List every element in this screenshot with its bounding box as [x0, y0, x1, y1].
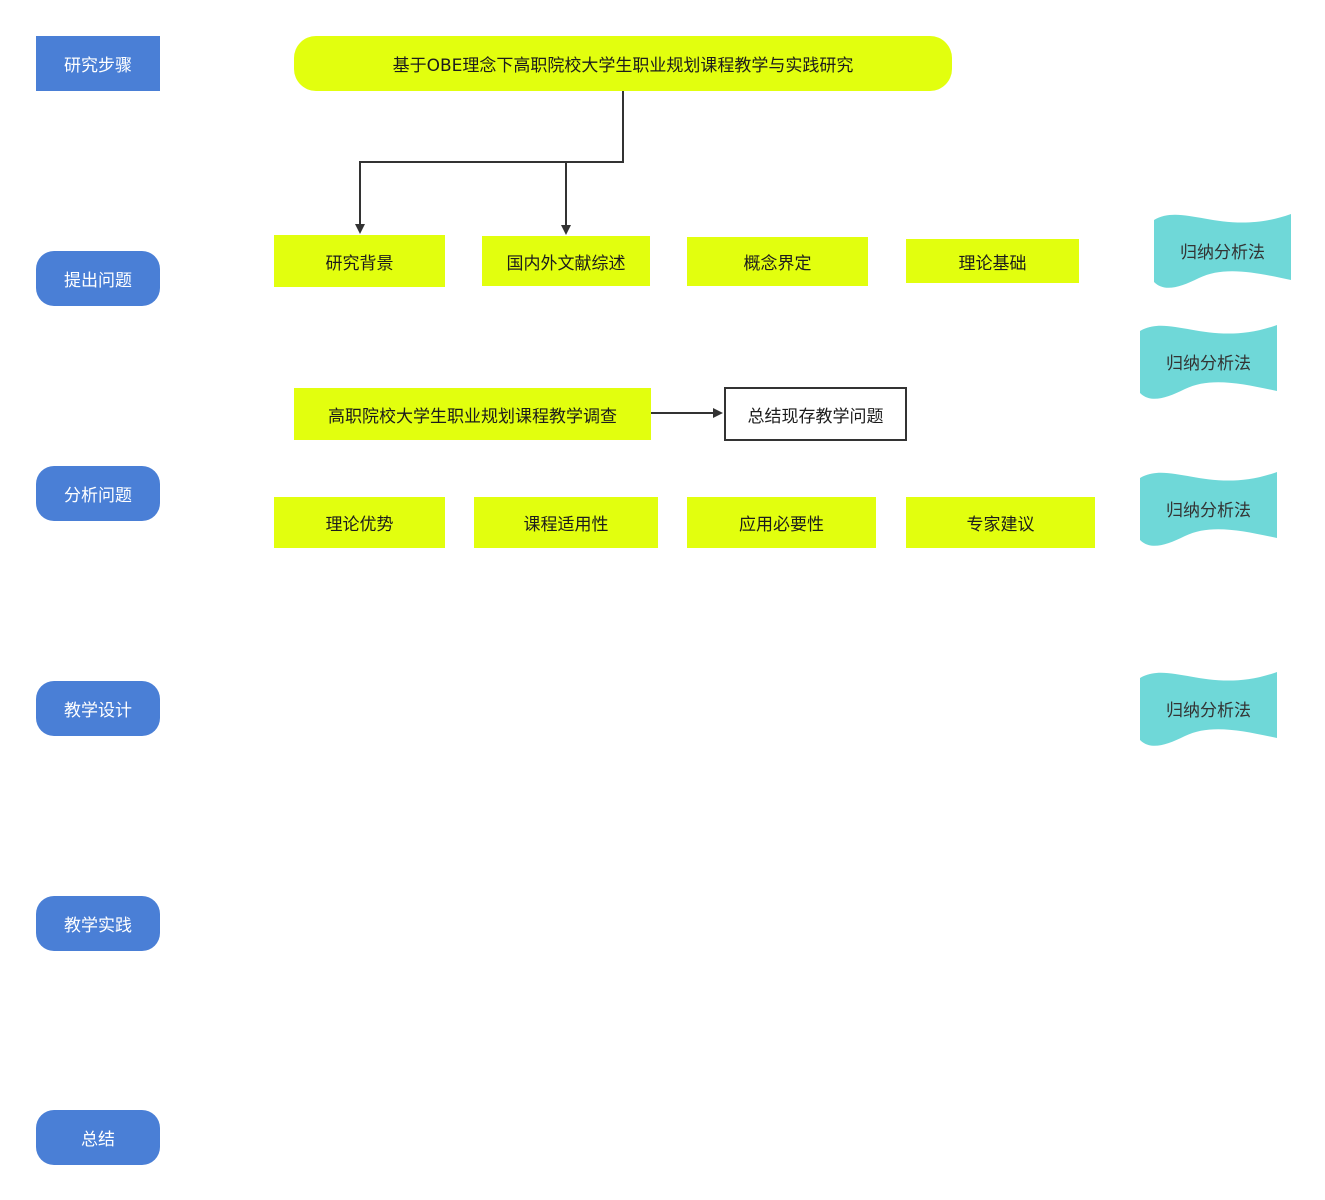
- method-label-1: 归纳分析法: [1180, 242, 1265, 263]
- box-theoretical-basis: 理论基础: [906, 239, 1079, 283]
- connector-title-to-literature: [561, 161, 623, 235]
- method-shape-3: 归纳分析法: [1140, 466, 1277, 550]
- box-literature-review: 国内外文献综述: [482, 236, 650, 286]
- step-raise-problem: 提出问题: [36, 251, 160, 306]
- box-application-necessity: 应用必要性: [687, 497, 876, 548]
- method-label-4: 归纳分析法: [1166, 700, 1251, 721]
- box-course-applicability: 课程适用性: [474, 497, 658, 548]
- step-teaching-practice: 教学实践: [36, 896, 160, 951]
- connector-title-to-background: [355, 90, 624, 234]
- step-summary: 总结: [36, 1110, 160, 1165]
- box-theory-advantage: 理论优势: [274, 497, 445, 548]
- box-summary-problems: 总结现存教学问题: [724, 387, 907, 441]
- method-label-3: 归纳分析法: [1166, 500, 1251, 521]
- method-shape-4: 归纳分析法: [1140, 666, 1277, 750]
- box-concept-definition: 概念界定: [687, 237, 868, 286]
- step-analyze-problem: 分析问题: [36, 466, 160, 521]
- method-shape-2: 归纳分析法: [1140, 319, 1277, 403]
- method-shape-1: 归纳分析法: [1154, 208, 1291, 292]
- box-research-background: 研究背景: [274, 235, 445, 287]
- box-expert-advice: 专家建议: [906, 497, 1095, 548]
- research-title: 基于OBE理念下高职院校大学生职业规划课程教学与实践研究: [294, 36, 952, 91]
- steps-header: 研究步骤: [36, 36, 160, 91]
- method-label-2: 归纳分析法: [1166, 353, 1251, 374]
- step-teaching-design: 教学设计: [36, 681, 160, 736]
- box-survey: 高职院校大学生职业规划课程教学调查: [294, 388, 651, 440]
